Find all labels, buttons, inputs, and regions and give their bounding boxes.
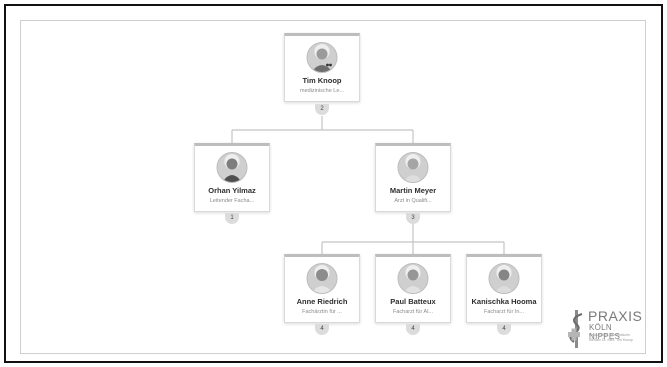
node-role: Facharzt für In...	[483, 309, 525, 315]
node-count-badge[interactable]: 3	[406, 213, 420, 224]
node-role: Leitender Facha...	[209, 198, 255, 204]
node-name: Anne Riedrich	[296, 297, 348, 306]
avatar	[397, 263, 429, 294]
caduceus-icon	[568, 310, 583, 348]
logo-title: PRAXIS	[588, 308, 643, 324]
node-role: Facharzt für Al...	[392, 309, 434, 315]
node-count-badge[interactable]: 2	[315, 104, 329, 115]
praxis-logo: PRAXIS KÖLN NIPPES Hausarztlich-Internis…	[566, 308, 644, 352]
node-count-badge[interactable]: 4	[406, 324, 420, 335]
avatar	[216, 152, 248, 183]
connector-martin-children	[321, 223, 505, 254]
logo-tagline: Hausarztlich-Internistische Medizin Dr. …	[589, 333, 633, 342]
avatar	[306, 42, 338, 73]
connector-tim-children	[231, 116, 414, 143]
org-node-paul-batteux[interactable]: Paul Batteux Facharzt für Al...	[375, 254, 451, 323]
node-name: Martin Meyer	[389, 186, 437, 195]
org-node-anne-riedrich[interactable]: Anne Riedrich Fachärztin für ...	[284, 254, 360, 323]
org-node-martin-meyer[interactable]: Martin Meyer Arzt in Qualifi...	[375, 143, 451, 212]
org-node-kanischka-hooma[interactable]: Kanischka Hooma Facharzt für In...	[466, 254, 542, 323]
node-role: medizinische Le...	[299, 88, 345, 94]
node-count-badge[interactable]: 4	[315, 324, 329, 335]
node-name: Paul Batteux	[390, 297, 436, 306]
node-count-badge[interactable]: 1	[225, 213, 239, 224]
node-name: Orhan Yilmaz	[208, 186, 256, 195]
node-role: Fachärztin für ...	[302, 309, 342, 315]
node-count-badge[interactable]: 4	[497, 324, 511, 335]
org-node-orhan-yilmaz[interactable]: Orhan Yilmaz Leitender Facha...	[194, 143, 270, 212]
avatar	[397, 152, 429, 183]
logo-subtitle: KÖLN NIPPES	[589, 323, 621, 341]
avatar	[306, 263, 338, 294]
org-node-tim-knoop[interactable]: Tim Knoop medizinische Le...	[284, 33, 360, 102]
node-role: Arzt in Qualifi...	[394, 198, 432, 204]
avatar	[488, 263, 520, 294]
node-name: Kanischka Hooma	[471, 297, 537, 306]
node-name: Tim Knoop	[302, 76, 342, 85]
